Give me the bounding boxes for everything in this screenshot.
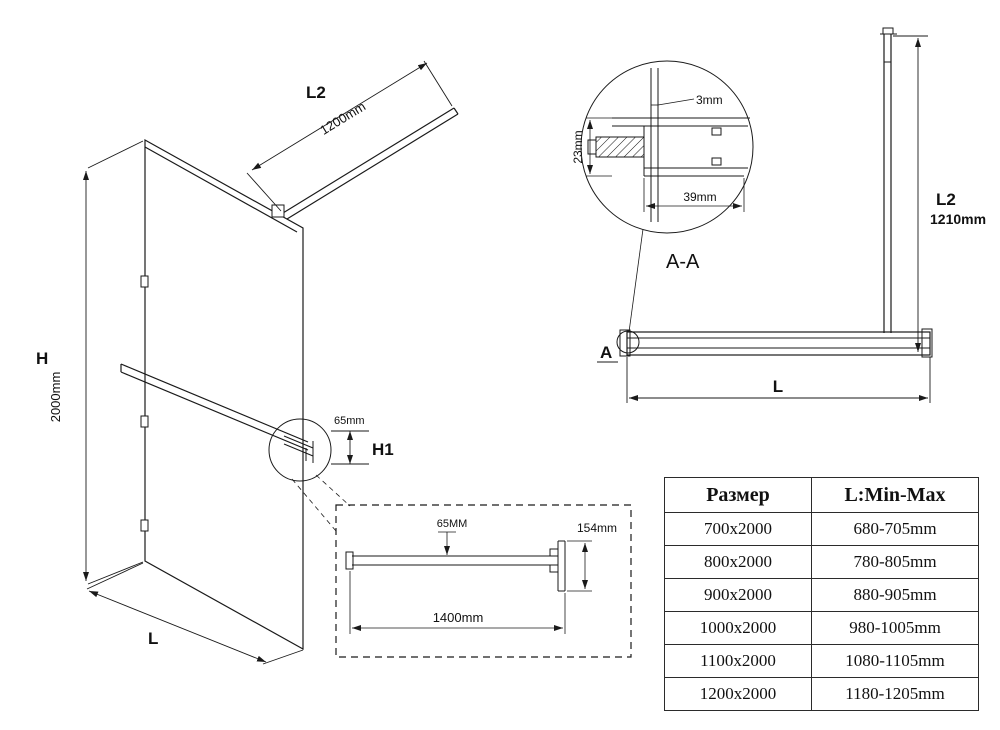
table-row: 900x2000 880-905mm — [664, 578, 979, 612]
range-cell: 880-905mm — [811, 578, 979, 612]
range-cell: 1080-1105mm — [811, 644, 979, 678]
glass-panel-top-view — [619, 328, 933, 358]
size-cell: 1200x2000 — [664, 677, 812, 711]
front-l2-dimension — [893, 35, 928, 352]
detail-leaders — [291, 474, 351, 532]
detail-a-label: A — [600, 343, 612, 362]
section-leader-line — [628, 228, 644, 333]
size-table: Размер L:Min-Max 700x2000 680-705mm 800x… — [664, 477, 979, 711]
size-table-grid: Размер L:Min-Max 700x2000 680-705mm 800x… — [664, 477, 979, 711]
dim-65: 65MM — [437, 518, 468, 530]
bar-height-dim: 65mm — [334, 415, 365, 427]
profile-section — [587, 68, 750, 222]
table-header-range: L:Min-Max — [811, 477, 979, 513]
detail-bar — [345, 540, 566, 592]
l2-value: 1200mm — [317, 99, 368, 138]
size-cell: 700x2000 — [664, 512, 812, 546]
section-label: A-A — [666, 251, 700, 273]
h-label: H — [36, 349, 48, 368]
detail-a-circle — [616, 330, 640, 354]
glass-panel — [140, 138, 304, 651]
section-detail-circle — [580, 60, 754, 234]
support-bar — [271, 107, 459, 220]
bar-detail-view: 65MM 154mm 1400mm — [335, 504, 632, 658]
dim-23mm: 23mm — [571, 130, 585, 163]
table-header-size: Размер — [664, 477, 812, 513]
table-header-row: Размер L:Min-Max — [664, 477, 979, 513]
h-dimension — [83, 140, 144, 585]
dim-3mm: 3mm — [696, 93, 723, 107]
dim-23mm-lines — [586, 117, 612, 177]
range-cell: 780-805mm — [811, 545, 979, 579]
dim-1400: 1400mm — [433, 610, 484, 625]
dim-3mm-lines — [651, 98, 695, 106]
l-dimension — [86, 562, 304, 665]
front-view: A L2 1210mm L — [597, 27, 986, 403]
bar-detail-circle — [268, 418, 332, 482]
table-row: 1000x2000 980-1005mm — [664, 611, 979, 645]
table-row: 700x2000 680-705mm — [664, 512, 979, 546]
h1-label: H1 — [372, 440, 394, 459]
h-value: 2000mm — [48, 372, 63, 423]
l2-dimension — [246, 60, 453, 212]
size-cell: 900x2000 — [664, 578, 812, 612]
detail-box-border — [335, 504, 632, 658]
table-row: 800x2000 780-805mm — [664, 545, 979, 579]
dim-39mm: 39mm — [683, 190, 716, 204]
dim-154-lines — [567, 540, 592, 592]
front-l-dimension — [626, 357, 931, 403]
range-cell: 1180-1205mm — [811, 677, 979, 711]
front-l2-value: 1210mm — [930, 211, 986, 227]
size-cell: 1100x2000 — [664, 644, 812, 678]
l2-label: L2 — [306, 83, 326, 102]
dim-154: 154mm — [577, 521, 617, 535]
table-row: 1200x2000 1180-1205mm — [664, 677, 979, 711]
table-row: 1100x2000 1080-1105mm — [664, 644, 979, 678]
dim-1400-lines — [349, 571, 566, 634]
iso-view: L2 1200mm H 2000mm L — [36, 60, 459, 665]
front-l2-label: L2 — [936, 190, 956, 209]
size-cell: 800x2000 — [664, 545, 812, 579]
dim-65-lines — [438, 531, 456, 555]
front-l-label: L — [773, 377, 783, 396]
l-label: L — [148, 629, 158, 648]
h1-dimension — [331, 430, 369, 465]
size-cell: 1000x2000 — [664, 611, 812, 645]
dim-39mm-lines — [643, 178, 745, 212]
towel-bar — [120, 363, 309, 451]
section-detail-view: 3mm 23mm 39mm A-A — [571, 60, 754, 333]
range-cell: 980-1005mm — [811, 611, 979, 645]
vertical-support-bar — [880, 27, 897, 333]
range-cell: 680-705mm — [811, 512, 979, 546]
